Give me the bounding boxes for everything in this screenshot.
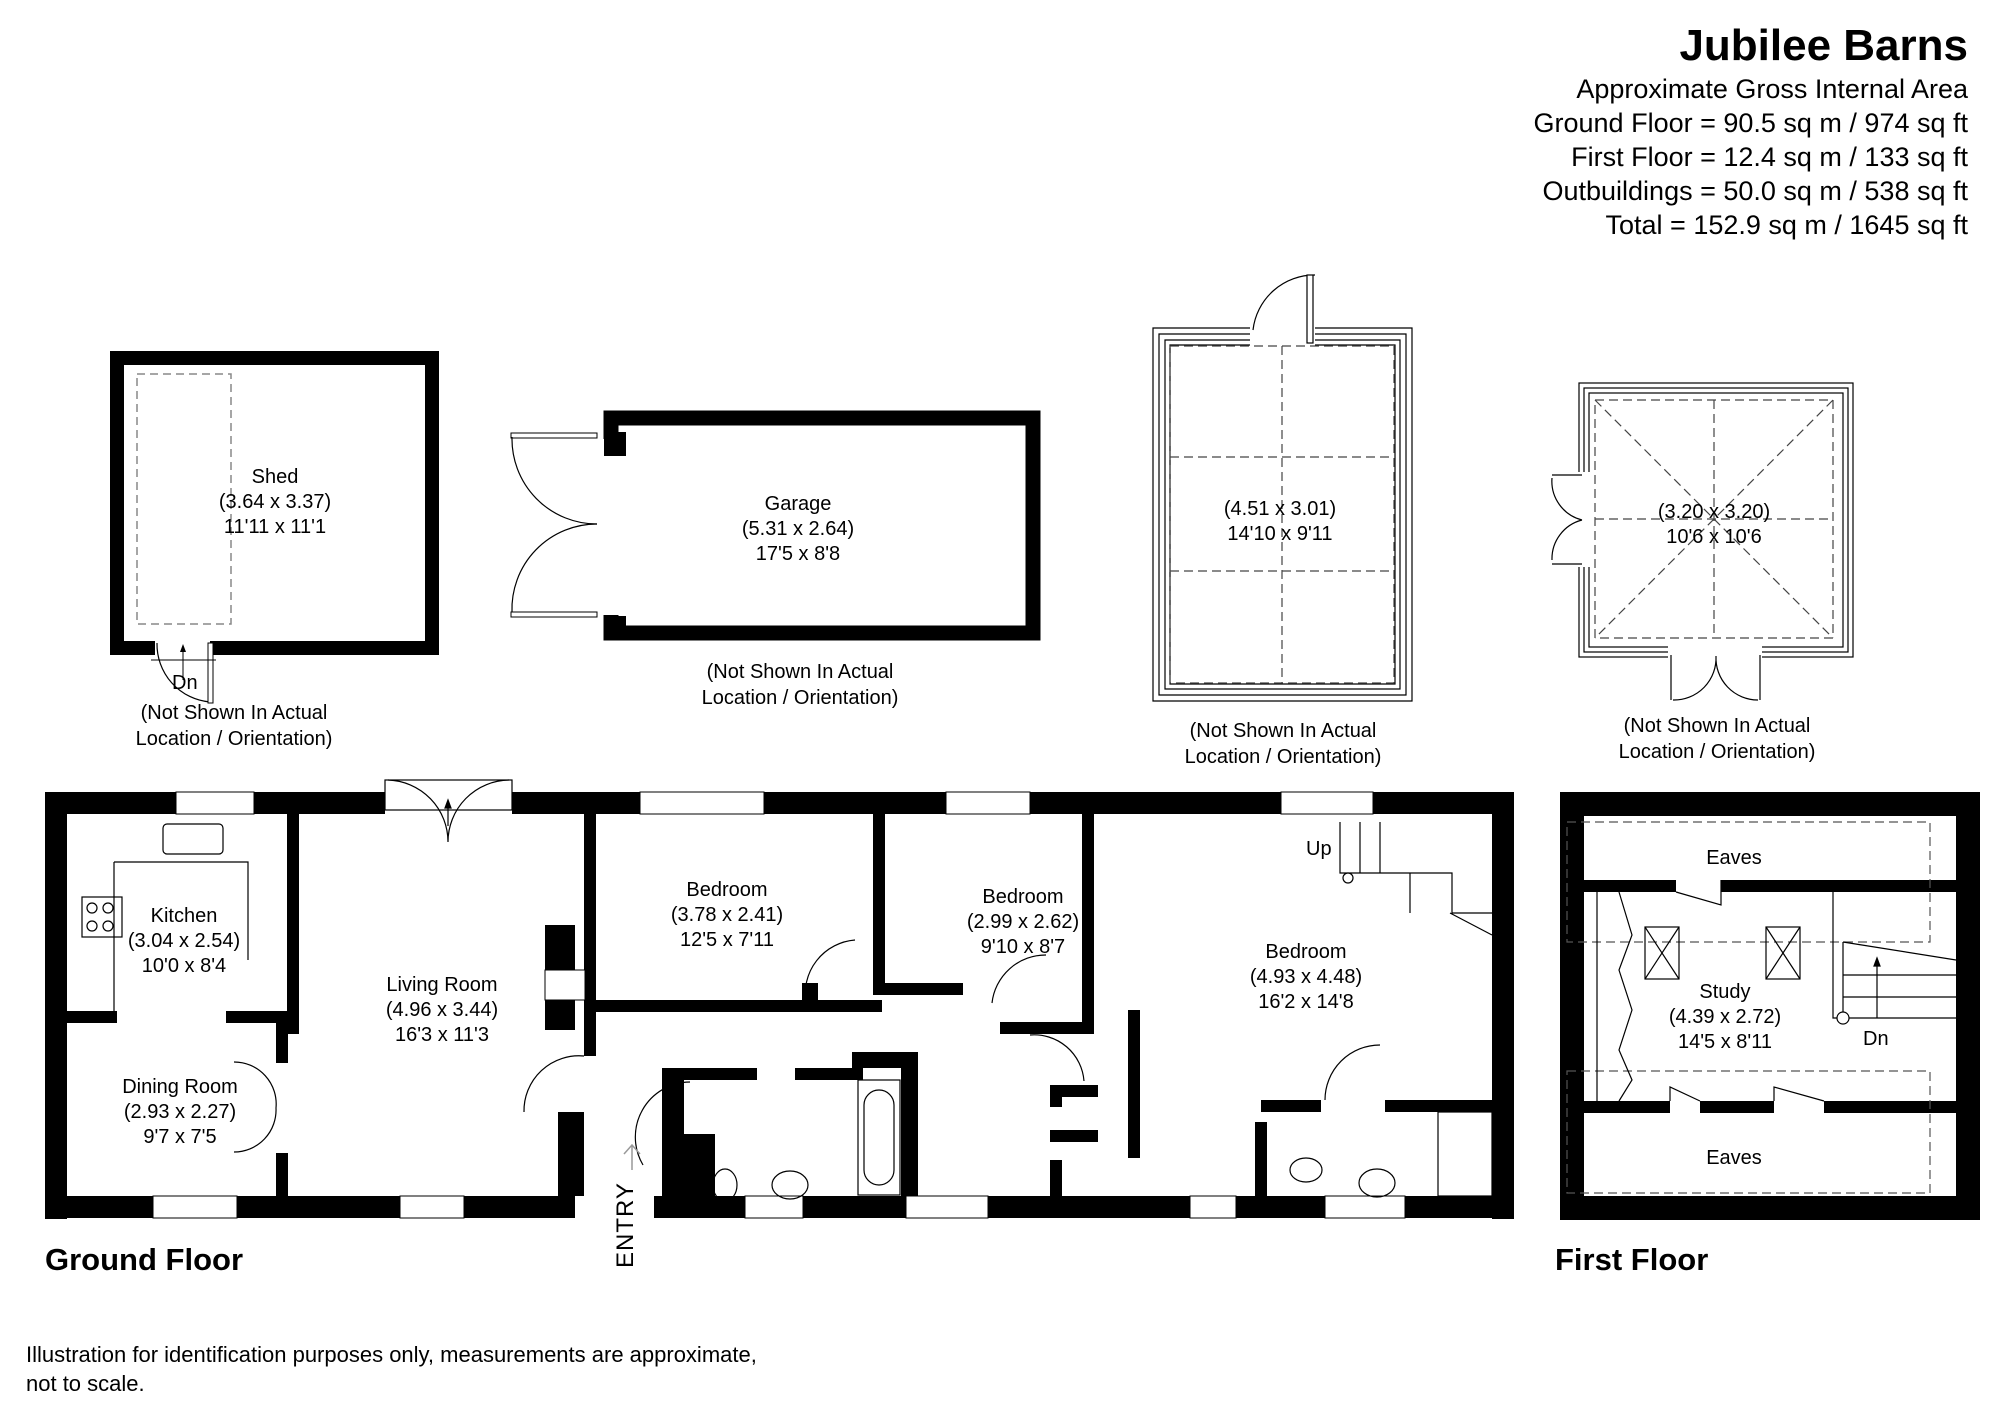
shed-outline xyxy=(110,351,439,704)
outbuilding-b-outline xyxy=(1551,382,1854,701)
room-name: Eaves xyxy=(1706,847,1762,869)
room-imperial: 11'11 x 11'1 xyxy=(223,516,327,538)
room-name: Bedroom xyxy=(686,879,768,901)
room-name: Shed xyxy=(251,466,299,488)
first-floor-walls xyxy=(1560,792,1980,1220)
room-label-outbuilding-a: (4.51 x 3.01) 14'10 x 9'11 xyxy=(1224,497,1336,547)
room-metric: (3.04 x 2.54) xyxy=(127,930,241,952)
room-imperial: 14'5 x 8'11 xyxy=(1677,1031,1773,1053)
room-metric: (3.64 x 3.37) xyxy=(218,491,332,513)
room-name: Living Room xyxy=(386,974,498,996)
room-metric: (4.39 x 2.72) xyxy=(1668,1006,1782,1028)
room-label-outbuilding-b: (3.20 x 3.20) 10'6 x 10'6 xyxy=(1658,500,1770,550)
orientation-note-garage: (Not Shown In Actual Location / Orientat… xyxy=(701,661,899,709)
room-metric: (3.20 x 3.20) xyxy=(1657,501,1771,523)
room-name: Study xyxy=(1699,981,1751,1003)
entry-label: ENTRY xyxy=(612,1182,639,1268)
disclaimer: Illustration for identification purposes… xyxy=(26,1342,757,1396)
first-floor-fixtures xyxy=(1566,821,1957,1194)
area-ground-floor: Ground Floor = 90.5 sq m / 974 sq ft xyxy=(1533,108,1968,138)
room-imperial: 9'10 x 8'7 xyxy=(980,936,1066,958)
room-metric: (4.93 x 4.48) xyxy=(1249,966,1363,988)
ground-floor-fixtures xyxy=(81,779,1493,1202)
orientation-note-outbuilding-a: (Not Shown In Actual Location / Orientat… xyxy=(1184,720,1382,768)
room-imperial: 9'7 x 7'5 xyxy=(143,1126,217,1148)
area-outbuildings: Outbuildings = 50.0 sq m / 538 sq ft xyxy=(1542,176,1968,206)
outbuilding-a-outline xyxy=(1152,274,1413,702)
room-name: Bedroom xyxy=(1265,941,1347,963)
stair-label-up: Up xyxy=(1306,838,1332,860)
room-imperial: 12'5 x 7'11 xyxy=(679,929,775,951)
room-imperial: 10'6 x 10'6 xyxy=(1666,526,1762,548)
room-imperial: 16'2 x 14'8 xyxy=(1258,991,1354,1013)
room-metric: (3.78 x 2.41) xyxy=(670,904,784,926)
room-name: Eaves xyxy=(1706,1147,1762,1169)
room-metric: (2.99 x 2.62) xyxy=(966,911,1080,933)
property-name: Jubilee Barns xyxy=(1679,21,1968,70)
room-name: Dining Room xyxy=(122,1076,238,1098)
entry-arrow-icon xyxy=(623,1143,641,1170)
first-floor-label: First Floor xyxy=(1555,1242,1709,1277)
room-label-kitchen: Kitchen (3.04 x 2.54) 10'0 x 8'4 xyxy=(128,904,240,979)
room-label-bedroom-2: Bedroom (2.99 x 2.62) 9'10 x 8'7 xyxy=(967,885,1079,960)
garage-outline xyxy=(510,410,1041,641)
area-first-floor: First Floor = 12.4 sq m / 133 sq ft xyxy=(1571,142,1968,172)
room-label-eaves-bottom: Eaves xyxy=(1706,1146,1762,1171)
room-metric: (5.31 x 2.64) xyxy=(741,518,855,540)
room-name: Bedroom xyxy=(982,886,1064,908)
room-imperial: 10'0 x 8'4 xyxy=(141,955,227,977)
room-label-dining-room: Dining Room (2.93 x 2.27) 9'7 x 7'5 xyxy=(122,1075,238,1150)
room-label-shed: Shed (3.64 x 3.37) 11'11 x 11'1 xyxy=(219,465,331,540)
title-block: Jubilee Barns Approximate Gross Internal… xyxy=(1534,20,1968,242)
orientation-note-outbuilding-b: (Not Shown In Actual Location / Orientat… xyxy=(1618,715,1816,763)
room-imperial: 16'3 x 11'3 xyxy=(394,1024,490,1046)
room-metric: (4.51 x 3.01) xyxy=(1223,498,1337,520)
room-metric: (2.93 x 2.27) xyxy=(123,1101,237,1123)
room-label-bedroom-3: Bedroom (4.93 x 4.48) 16'2 x 14'8 xyxy=(1250,940,1362,1015)
stair-label-dn-first-floor: Dn xyxy=(1863,1028,1889,1050)
room-label-bedroom-1: Bedroom (3.78 x 2.41) 12'5 x 7'11 xyxy=(671,878,783,953)
orientation-note-shed: (Not Shown In Actual Location / Orientat… xyxy=(135,702,333,750)
room-metric: (4.96 x 3.44) xyxy=(385,999,499,1021)
stair-label-dn: Dn xyxy=(172,672,198,694)
room-label-study: Study (4.39 x 2.72) 14'5 x 8'11 xyxy=(1669,980,1781,1055)
room-label-eaves-top: Eaves xyxy=(1706,846,1762,871)
room-name: Kitchen xyxy=(150,905,218,927)
area-total: Total = 152.9 sq m / 1645 sq ft xyxy=(1605,210,1968,240)
room-label-garage: Garage (5.31 x 2.64) 17'5 x 8'8 xyxy=(742,492,854,567)
ground-floor-label: Ground Floor xyxy=(45,1242,244,1277)
area-subtitle: Approximate Gross Internal Area xyxy=(1576,74,1968,104)
room-imperial: 14'10 x 9'11 xyxy=(1227,523,1333,545)
room-label-living-room: Living Room (4.96 x 3.44) 16'3 x 11'3 xyxy=(386,973,498,1048)
ground-floor-walls xyxy=(45,791,1514,1219)
room-imperial: 17'5 x 8'8 xyxy=(755,543,841,565)
room-name: Garage xyxy=(764,493,832,515)
